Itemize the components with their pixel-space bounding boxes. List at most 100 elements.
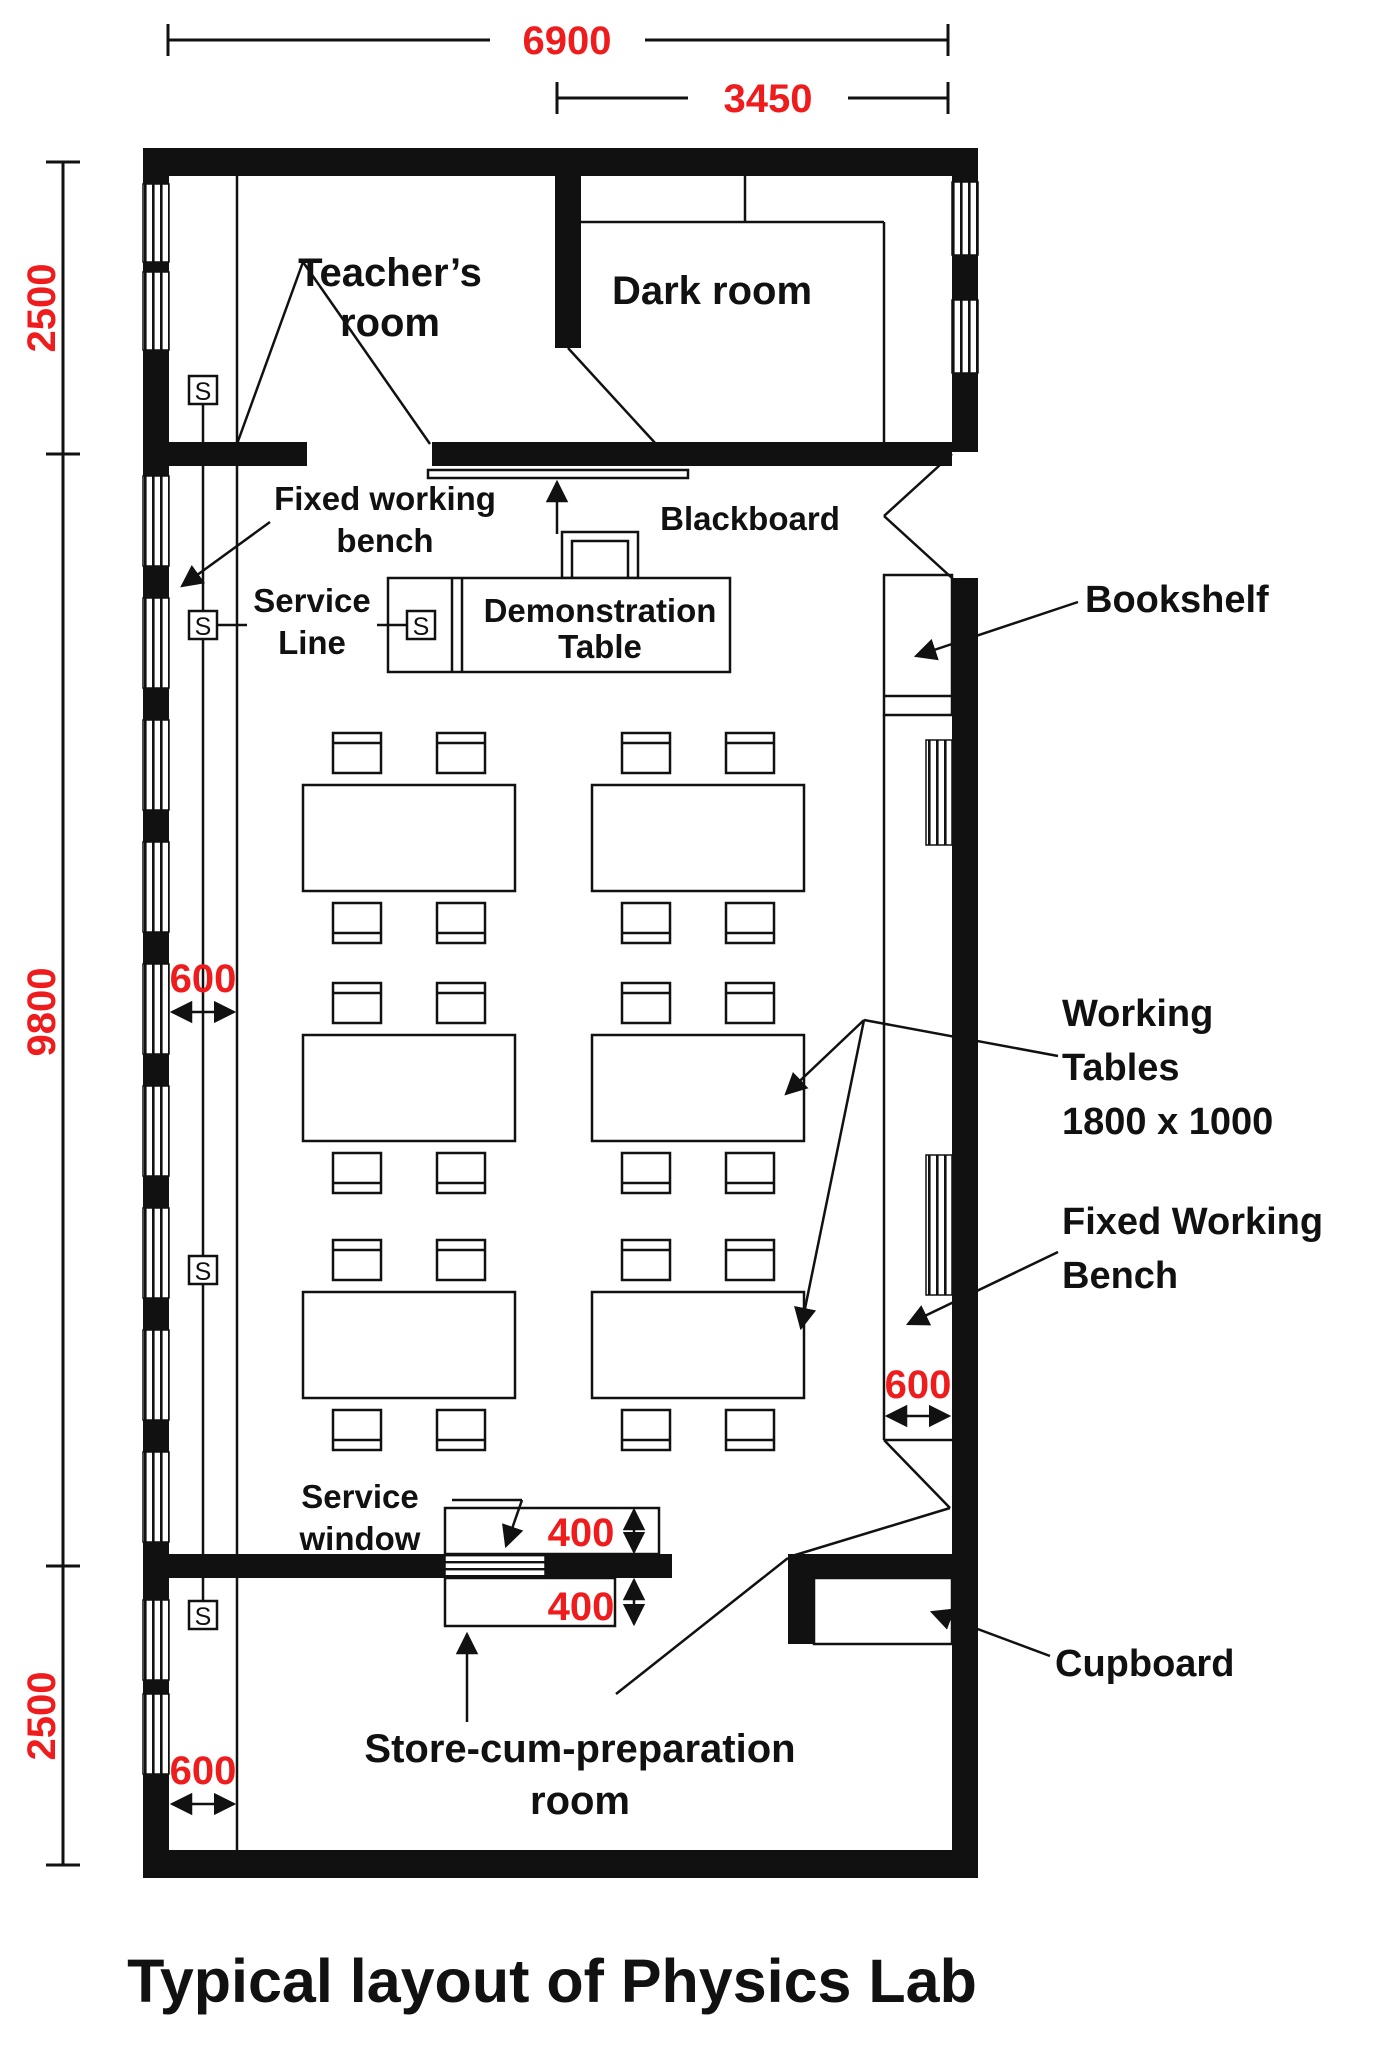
working-tables-leader bbox=[863, 1018, 1059, 1058]
fixed-bench-right-arrow bbox=[905, 1250, 1059, 1326]
service-line-label: Service bbox=[253, 582, 370, 619]
fixed-bench-right-label: Bench bbox=[1062, 1255, 1178, 1297]
walls bbox=[143, 148, 978, 1878]
working-tables-label: 1800 x 1000 bbox=[1062, 1101, 1273, 1143]
window bbox=[142, 475, 170, 567]
teachers-room-label: room bbox=[340, 301, 440, 345]
dim-3450: 3450 bbox=[724, 77, 813, 121]
lectern-inner bbox=[570, 539, 630, 580]
demonstration-table bbox=[386, 576, 732, 674]
outer-wall-right bbox=[952, 148, 978, 1878]
store-room-label: Store-cum-preparation bbox=[364, 1727, 795, 1771]
window bbox=[142, 1085, 170, 1177]
dark-room-partition-wall bbox=[555, 148, 581, 348]
working-tables-arrow bbox=[784, 1019, 865, 1096]
interior-wall-2-right bbox=[788, 1554, 952, 1578]
cupboard-side-wall bbox=[788, 1578, 814, 1644]
interior-wall-1-left bbox=[169, 442, 307, 466]
teachers-room-label: Teacher’s bbox=[298, 251, 482, 295]
dim-400-bottom: 400 bbox=[548, 1585, 615, 1629]
outer-wall-bottom bbox=[143, 1850, 978, 1878]
window bbox=[142, 271, 170, 351]
window bbox=[142, 1693, 170, 1775]
dim-600-left: 600 bbox=[170, 957, 237, 1001]
windows bbox=[142, 181, 979, 1775]
fixed-bench-left-label: bench bbox=[336, 522, 433, 559]
dim-2500-top: 2500 bbox=[20, 264, 64, 353]
window bbox=[142, 183, 170, 263]
interior-wall-1-right bbox=[432, 442, 952, 466]
fixed-bench-left-label: Fixed working bbox=[274, 480, 496, 517]
cupboard-arrow bbox=[929, 1608, 1051, 1658]
interior-lines bbox=[235, 176, 886, 1850]
window bbox=[142, 1599, 170, 1681]
teaching-fixtures bbox=[386, 468, 732, 674]
dimension-lines: 6900 3450 2500 9800 2500 600 600 600 400… bbox=[20, 19, 952, 1867]
interior-wall-2-middle bbox=[545, 1554, 672, 1578]
window bbox=[142, 1451, 170, 1543]
working-table bbox=[590, 1238, 806, 1452]
dim-600-right: 600 bbox=[885, 1363, 952, 1407]
rear-door-swing bbox=[791, 1506, 951, 1558]
annotation-arrows bbox=[180, 479, 1079, 1722]
right-bench-hatch bbox=[925, 739, 953, 846]
service-point-box bbox=[405, 609, 437, 641]
fixed-bench-right-label: Fixed Working bbox=[1062, 1201, 1323, 1243]
dim-9800: 9800 bbox=[20, 968, 64, 1057]
fixed-bench-left-arrow bbox=[180, 520, 271, 588]
dim-400-top: 400 bbox=[548, 1511, 615, 1555]
dim-600-store: 600 bbox=[170, 1749, 237, 1793]
page-title: Typical layout of Physics Lab bbox=[127, 1947, 977, 2015]
window bbox=[142, 841, 170, 933]
working-tables-label: Working bbox=[1062, 993, 1213, 1035]
service-line-label: Line bbox=[278, 624, 346, 661]
bookshelf-arrow bbox=[913, 600, 1079, 661]
working-table bbox=[301, 731, 517, 945]
service-point-label: S bbox=[413, 613, 430, 641]
cupboard-label: Cupboard bbox=[1055, 1643, 1234, 1685]
service-line-group: S S S S S bbox=[187, 374, 437, 1631]
dark-room-door-swing bbox=[567, 347, 657, 445]
service-point-box bbox=[187, 1599, 219, 1631]
service-window-arrow bbox=[502, 1499, 524, 1549]
dim-2500-bottom: 2500 bbox=[20, 1672, 64, 1761]
service-point-label: S bbox=[195, 378, 212, 406]
window bbox=[142, 597, 170, 689]
window bbox=[951, 181, 979, 256]
text-labels: Teacher’s room Dark room Store-cum-prepa… bbox=[127, 251, 1323, 2015]
entrance-door-swing bbox=[883, 453, 953, 517]
right-fixtures bbox=[812, 573, 954, 1646]
service-point-box bbox=[187, 609, 219, 641]
window bbox=[142, 719, 170, 811]
working-tables-arrow bbox=[794, 1019, 866, 1331]
window bbox=[142, 963, 170, 1055]
service-point-box bbox=[187, 1254, 219, 1286]
service-window-label: window bbox=[299, 1520, 421, 1557]
service-point-label: S bbox=[195, 613, 212, 641]
working-table bbox=[301, 1238, 517, 1452]
demonstration-table-label: Demonstration bbox=[484, 592, 717, 629]
entrance-door-swing bbox=[883, 515, 953, 579]
counter-below-window bbox=[443, 1576, 617, 1628]
door-swings bbox=[235, 261, 953, 1695]
working-table bbox=[301, 981, 517, 1195]
teachers-room-door-swing bbox=[301, 261, 432, 445]
rear-door-swing bbox=[883, 1439, 951, 1509]
store-room-label: room bbox=[530, 1779, 630, 1823]
working-tables bbox=[301, 731, 806, 1452]
service-point-box bbox=[187, 374, 219, 406]
service-point-label: S bbox=[195, 1603, 212, 1631]
right-bench-hatch bbox=[925, 1154, 953, 1296]
window bbox=[142, 1329, 170, 1421]
cupboard bbox=[812, 1576, 954, 1646]
demonstration-table-label: Table bbox=[558, 628, 642, 665]
working-table bbox=[590, 731, 806, 945]
dim-6900: 6900 bbox=[523, 19, 612, 63]
service-window-label: Service bbox=[301, 1478, 418, 1515]
bookshelf bbox=[882, 573, 954, 717]
entrance-opening bbox=[952, 452, 978, 578]
window bbox=[142, 1207, 170, 1299]
working-table bbox=[590, 981, 806, 1195]
blackboard bbox=[426, 468, 690, 480]
